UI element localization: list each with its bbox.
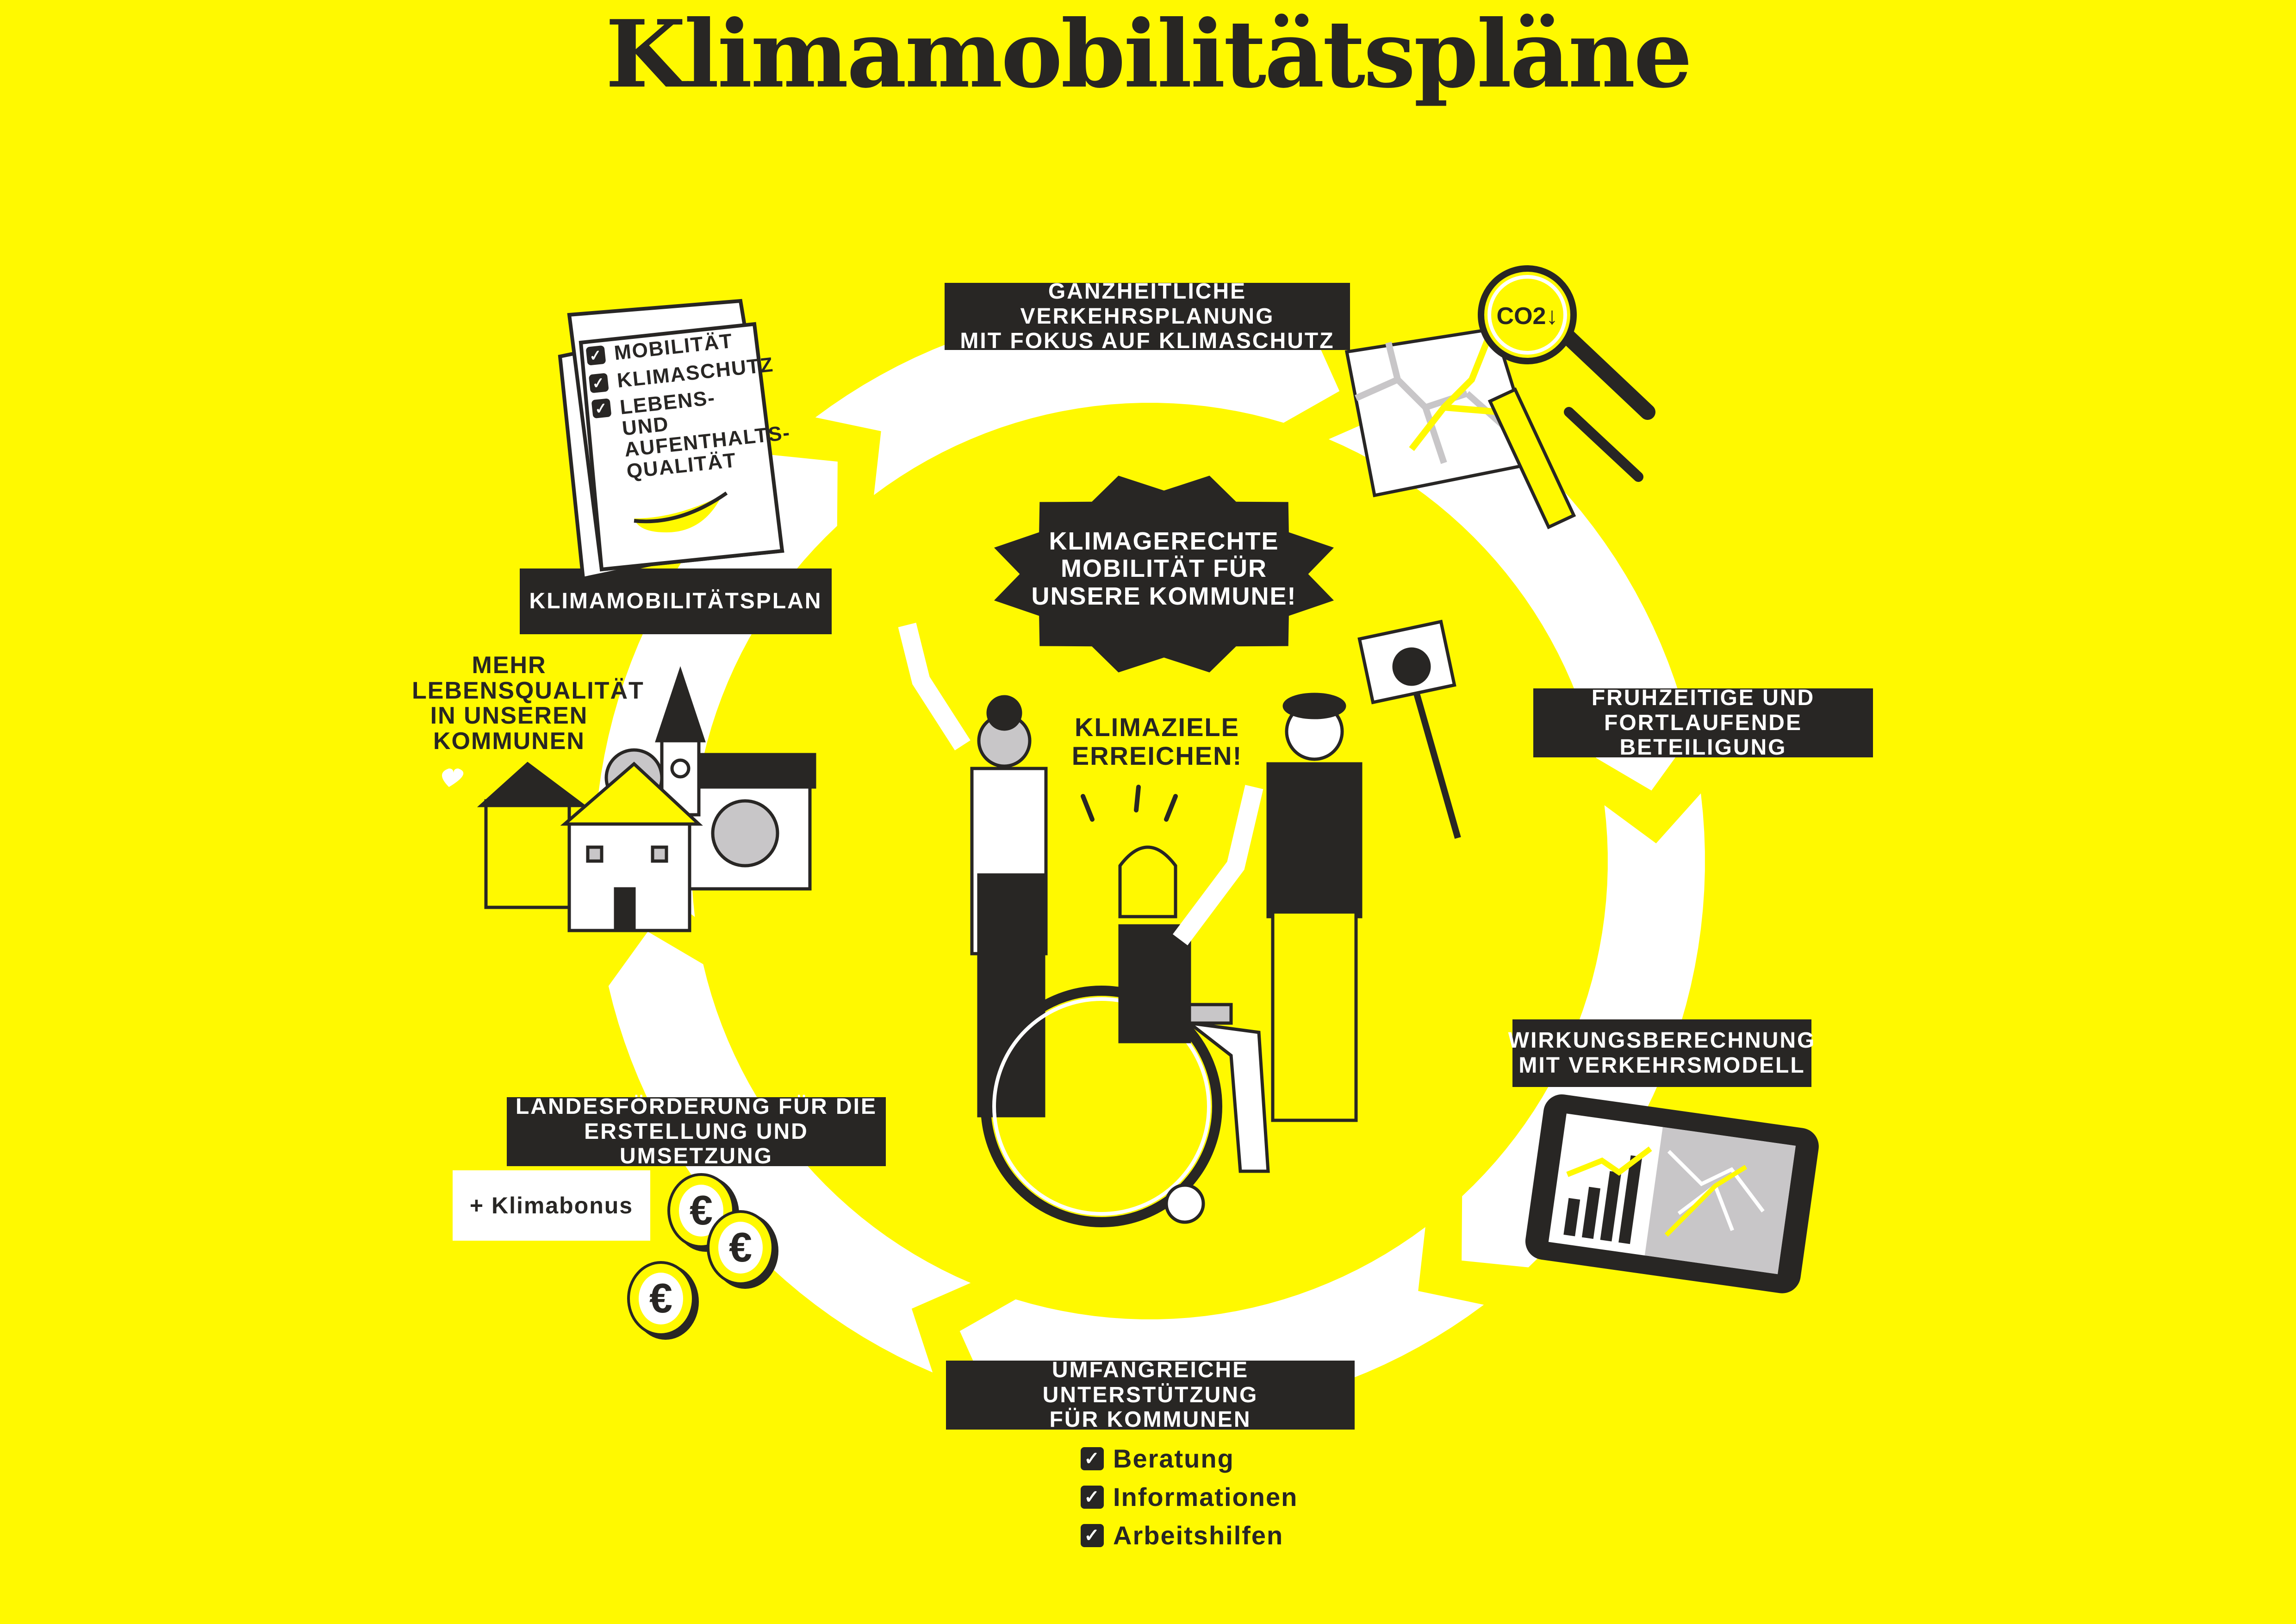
burst-line: Klimagerechte	[1049, 527, 1279, 555]
step-line: Frühzeitige und	[1591, 685, 1815, 710]
people-illustration	[898, 619, 1461, 1227]
checkbox-icon: ✓	[588, 373, 609, 394]
checklist-label: Informationen	[1113, 1482, 1298, 1512]
document-checklist: ✓Mobilität ✓Klimaschutz ✓Lebens- und Auf…	[585, 325, 792, 493]
burst-line: unsere Kommune!	[1031, 582, 1297, 610]
checkbox-icon: ✓	[585, 345, 606, 366]
checkbox-icon: ✓	[591, 398, 612, 419]
euro-coin: €	[627, 1261, 699, 1340]
checklist-label: Arbeitshilfen	[1113, 1521, 1284, 1550]
step-line: mit Verkehrsmodell	[1518, 1053, 1805, 1078]
checklist-item: ✓ Beratung	[1081, 1443, 1298, 1474]
town-icon	[442, 666, 816, 932]
step-ganzheitliche-verkehrsplanung: Ganzheitliche Verkehrsplanung mit Fokus …	[945, 279, 1350, 353]
euro-coin: €	[707, 1210, 778, 1289]
euro-symbol: €	[690, 1187, 713, 1234]
step-line: Umfangreiche Unterstützung	[1042, 1357, 1258, 1407]
town-caption: Mehr Lebensqualität in unseren Kommunen	[412, 652, 644, 755]
step-line: Wirkungsberechnung	[1508, 1028, 1816, 1053]
checklist-label: Beratung	[1113, 1444, 1234, 1473]
step-line: mit Fokus auf Klimaschutz	[960, 329, 1335, 354]
document-icon	[558, 299, 784, 581]
step-line: Landesförderung für die	[515, 1094, 877, 1119]
speech-burst-text: Klimagerechte Mobilität für unsere Kommu…	[1018, 527, 1310, 610]
step-fruehzeitige-beteiligung: Frühzeitige und fortlaufende Beteiligung	[1533, 685, 1873, 760]
tablet-chart-icon	[1525, 1094, 1819, 1293]
klimabonus-badge: + Klimabonus	[453, 1170, 650, 1241]
euro-symbol: €	[649, 1275, 672, 1322]
burst-line: Mobilität für	[1061, 555, 1267, 583]
klimaziele-text: Klimaziele erreichen!	[1060, 713, 1254, 770]
checklist-item: ✓ Informationen	[1081, 1482, 1298, 1512]
step-line: Erstellung und Umsetzung	[584, 1119, 809, 1169]
euro-coins-icon: € € €	[627, 1173, 778, 1340]
step-wirkungsberechnung: Wirkungsberechnung mit Verkehrsmodell	[1508, 1019, 1814, 1087]
euro-symbol: €	[729, 1224, 752, 1271]
step-klimamobilitaetsplan: Klimamobilitätsplan	[520, 568, 832, 634]
step-line: Ganzheitliche Verkehrsplanung	[1020, 279, 1275, 329]
checkbox-icon: ✓	[1081, 1485, 1104, 1509]
step-landesfoerderung: Landesförderung für die Erstellung und U…	[507, 1094, 886, 1169]
speech-burst	[994, 475, 1334, 673]
step-line: Klimamobilitätsplan	[529, 589, 822, 614]
caption-line: Lebensqualität	[412, 677, 644, 704]
caption-line: Mehr	[472, 652, 547, 679]
step-line: für Kommunen	[1049, 1407, 1251, 1432]
caption-line: Kommunen	[433, 727, 585, 755]
checkbox-icon: ✓	[1081, 1447, 1104, 1470]
map-magnifier-co2-icon: CO2↓	[1344, 265, 1655, 530]
checklist-item: ✓ Arbeitshilfen	[1081, 1520, 1298, 1550]
klimaziele-line: Klimaziele	[1075, 712, 1239, 742]
co2-label: CO2↓	[1497, 303, 1558, 330]
support-checklist: ✓ Beratung ✓ Informationen ✓ Arbeitshilfen	[1081, 1443, 1298, 1559]
page-title: Klimamobilitätspläne	[605, 0, 1692, 109]
checklist-label: Lebens- und Aufenthalts-Qualität	[619, 386, 792, 483]
step-line: fortlaufende Beteiligung	[1604, 710, 1802, 760]
checkbox-icon: ✓	[1081, 1524, 1104, 1547]
caption-line: in unseren	[430, 702, 588, 730]
cycle-arrow-segment	[815, 306, 1340, 495]
klimaziele-line: erreichen!	[1071, 741, 1243, 770]
step-umfangreiche-unterstuetzung: Umfangreiche Unterstützung für Kommunen	[946, 1357, 1355, 1432]
checklist-item: ✓ Lebens- und Aufenthalts-Qualität	[591, 381, 792, 486]
